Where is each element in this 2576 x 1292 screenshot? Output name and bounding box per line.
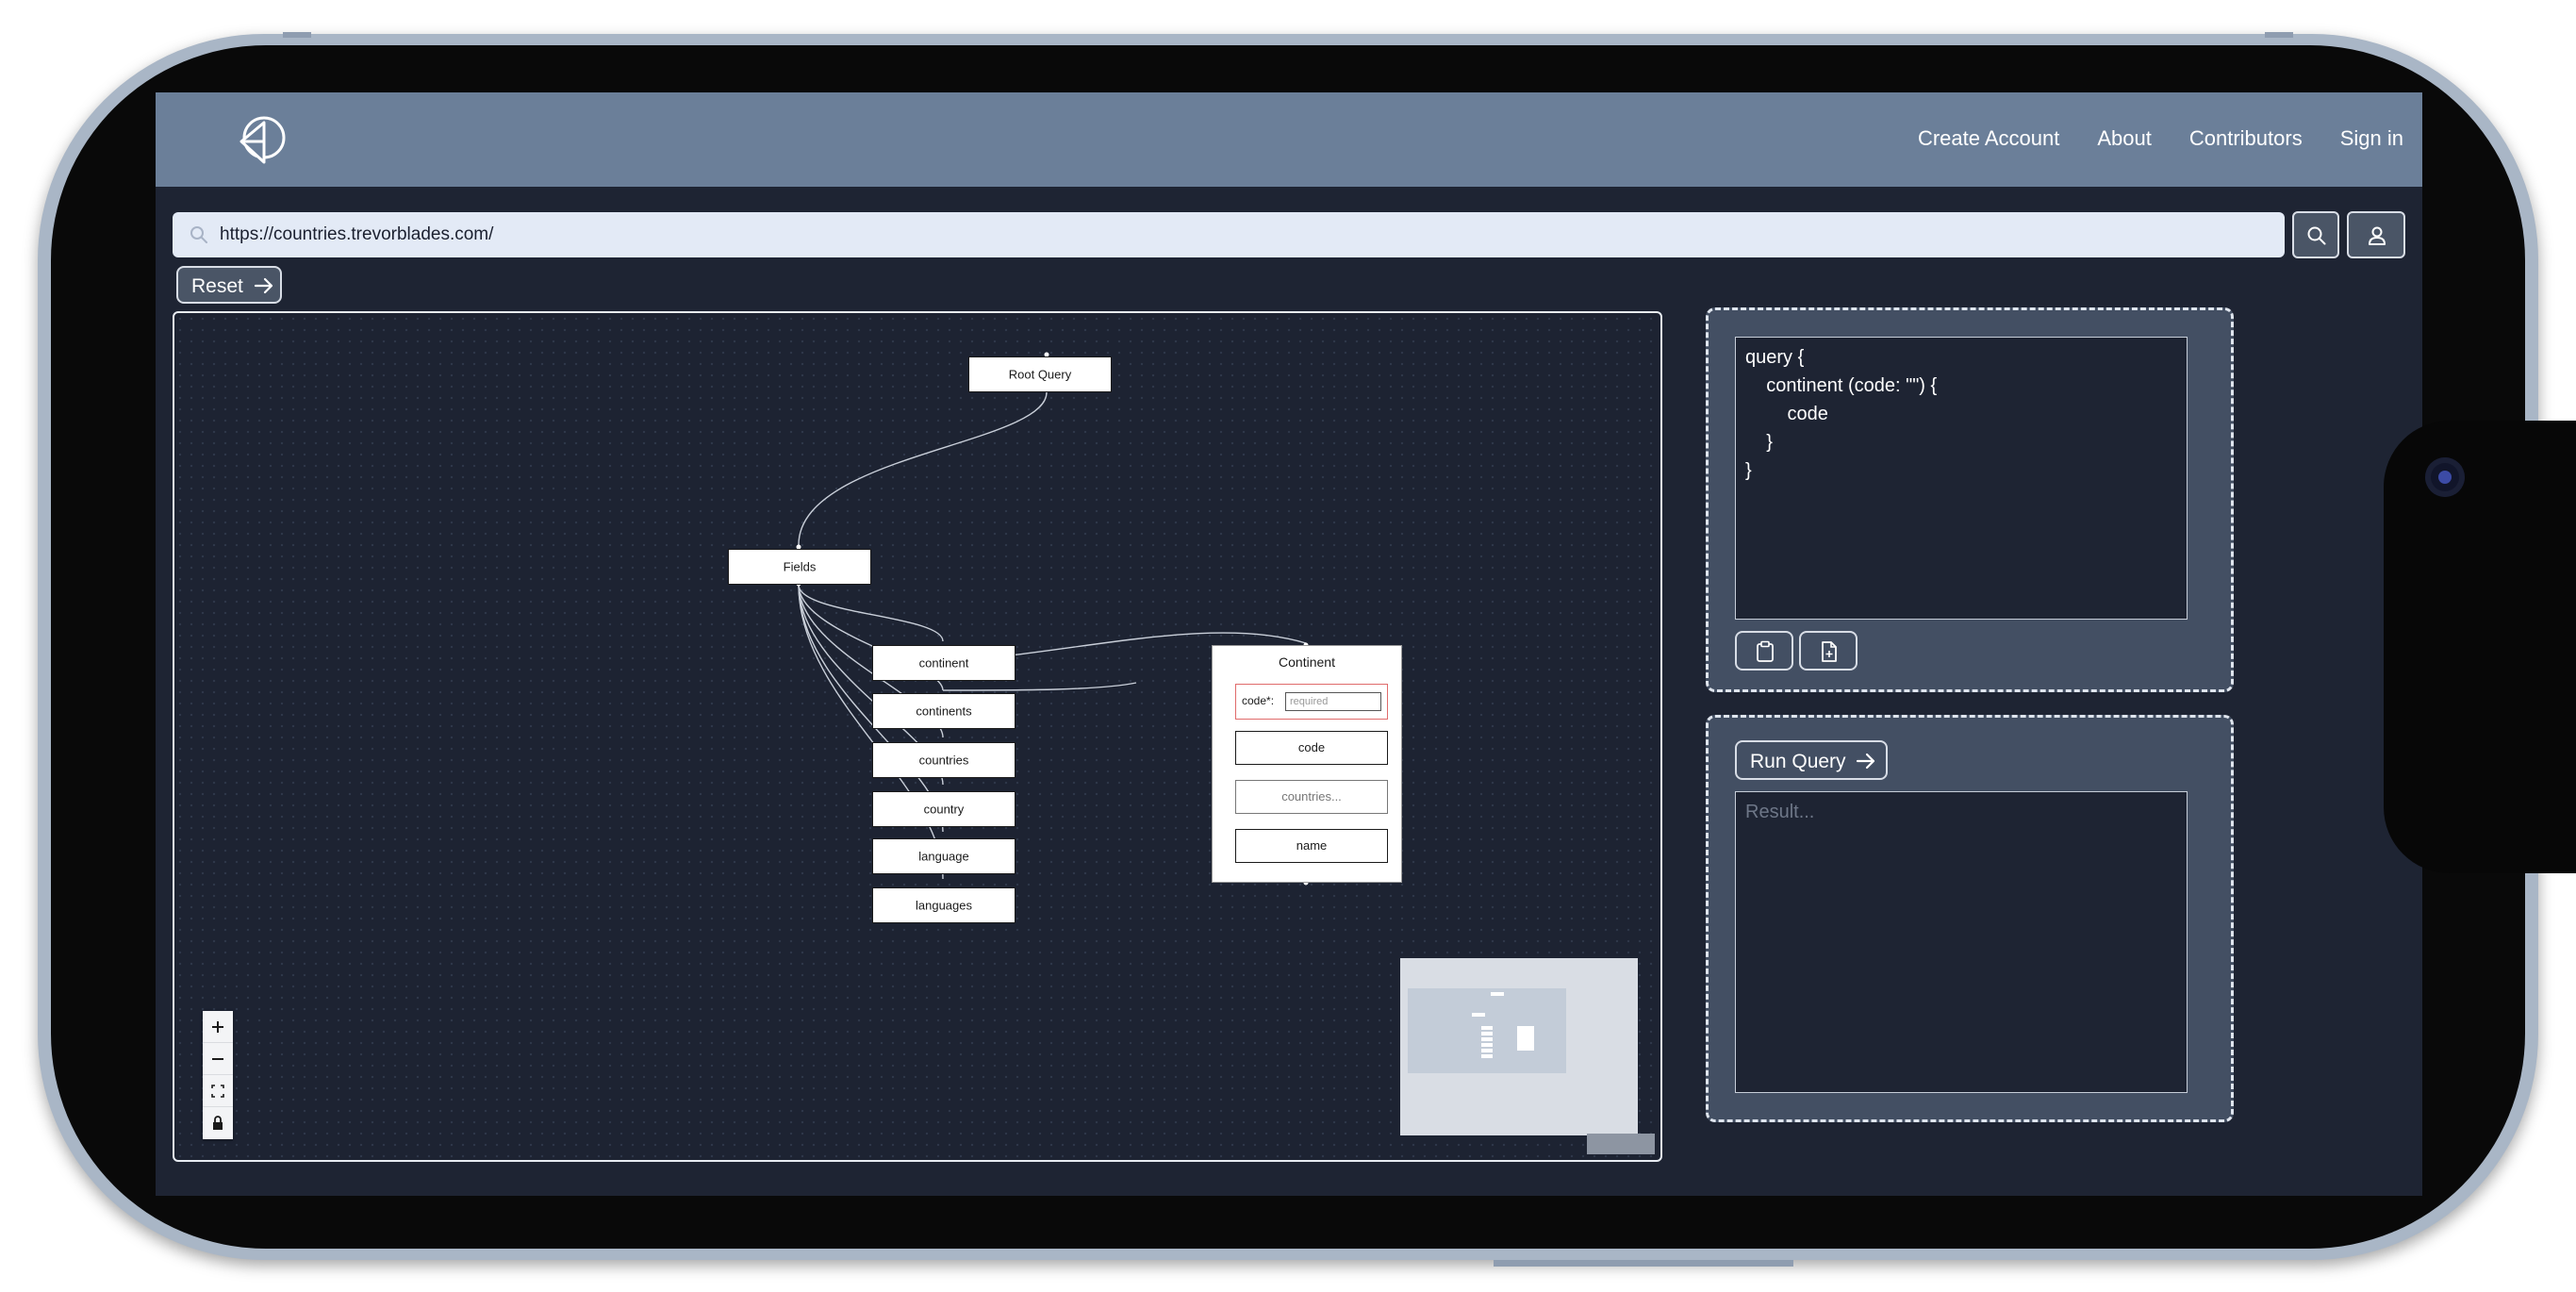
code-argument-label: code*: xyxy=(1242,694,1275,707)
minimap-scroll-handle[interactable] xyxy=(1587,1134,1655,1154)
reset-button[interactable]: Reset xyxy=(176,266,282,304)
fields-label: Fields xyxy=(783,559,817,574)
arrow-right-icon xyxy=(1856,753,1875,770)
query-panel: query { continent (code: "") { code } } xyxy=(1706,307,2234,692)
query-code-line: query { xyxy=(1745,347,1805,368)
user-button[interactable] xyxy=(2347,211,2405,258)
phone-camera-notch xyxy=(2384,421,2576,873)
endpoint-url-input[interactable]: https://countries.trevorblades.com/ xyxy=(173,212,2285,257)
zoom-in-button[interactable] xyxy=(203,1011,233,1043)
search-button[interactable] xyxy=(2292,211,2339,258)
phone-side-button xyxy=(283,32,311,38)
field-node-countries[interactable]: countries xyxy=(872,742,1016,778)
fit-view-button[interactable] xyxy=(203,1075,233,1107)
nav-create-account[interactable]: Create Account xyxy=(1917,126,2060,150)
run-query-button[interactable]: Run Query xyxy=(1735,740,1888,780)
reset-button-label: Reset xyxy=(191,275,243,297)
zoom-out-button[interactable] xyxy=(203,1043,233,1075)
fit-view-icon xyxy=(211,1085,224,1098)
field-node-label: continent xyxy=(918,655,969,671)
nav-about[interactable]: About xyxy=(2097,126,2152,150)
field-node-country[interactable]: country xyxy=(872,791,1016,827)
field-node-label: country xyxy=(923,802,965,817)
field-node-label: language xyxy=(918,849,969,864)
phone-side-button xyxy=(2265,32,2293,38)
fields-node[interactable]: Fields xyxy=(728,549,871,585)
result-panel: Run Query Result... xyxy=(1706,715,2234,1122)
minimap-viewport xyxy=(1408,988,1566,1073)
type-field-countries[interactable]: countries... xyxy=(1235,780,1388,814)
root-query-label: Root Query xyxy=(1008,367,1072,382)
app-screen: Create Account About Contributors Sign i… xyxy=(156,92,2422,1196)
zoom-out-icon xyxy=(212,1058,223,1060)
query-code-line: continent (code: "") { xyxy=(1745,375,1938,396)
root-query-node[interactable]: Root Query xyxy=(968,356,1112,392)
query-code-line: } xyxy=(1745,432,1773,453)
result-output[interactable]: Result... xyxy=(1735,791,2188,1093)
field-node-label: countries xyxy=(918,753,969,768)
field-node-continents[interactable]: continents xyxy=(872,693,1016,729)
front-camera-icon xyxy=(2425,457,2465,497)
type-field-code[interactable]: code xyxy=(1235,731,1388,765)
schema-graph-canvas[interactable]: Root Query Fields continent continents c… xyxy=(173,311,1662,1162)
search-icon xyxy=(2307,226,2326,245)
search-icon xyxy=(190,226,207,243)
query-editor[interactable]: query { continent (code: "") { code } } xyxy=(1735,337,2188,620)
lock-button[interactable] xyxy=(203,1107,233,1139)
endpoint-url-text: https://countries.trevorblades.com/ xyxy=(220,224,494,244)
code-argument-input[interactable]: required xyxy=(1285,692,1381,711)
continent-type-node[interactable]: Continent code*: required code countries… xyxy=(1212,645,1402,883)
field-node-label: continents xyxy=(916,704,972,719)
main-nav: Create Account About Contributors Sign i… xyxy=(1918,126,2403,151)
nav-contributors[interactable]: Contributors xyxy=(2188,126,2303,150)
phone-side-button xyxy=(1494,1260,1793,1267)
continent-type-title: Continent xyxy=(1279,654,1335,670)
app-header: Create Account About Contributors Sign i… xyxy=(156,92,2422,187)
clipboard-icon xyxy=(1757,640,1774,662)
user-icon xyxy=(2369,226,2386,245)
type-field-name[interactable]: name xyxy=(1235,829,1388,863)
canvas-controls xyxy=(203,1011,233,1139)
field-node-continent[interactable]: continent xyxy=(872,645,1016,681)
query-code-line: code xyxy=(1745,404,1828,424)
new-file-button[interactable] xyxy=(1799,631,1858,671)
minimap-nodes xyxy=(1472,992,1534,1058)
arrow-right-icon xyxy=(254,277,273,294)
run-query-label: Run Query xyxy=(1750,751,1846,772)
copy-query-button[interactable] xyxy=(1735,631,1793,671)
paper-plane-logo-icon[interactable] xyxy=(236,113,289,168)
field-node-label: languages xyxy=(916,898,972,913)
file-plus-icon xyxy=(1822,641,1837,662)
nav-sign-in[interactable]: Sign in xyxy=(2339,126,2403,150)
query-code-line: } xyxy=(1745,460,1752,481)
lock-icon xyxy=(213,1116,223,1130)
zoom-in-icon xyxy=(212,1021,223,1033)
graph-minimap[interactable] xyxy=(1400,958,1638,1135)
code-argument-row: code*: required xyxy=(1235,684,1388,720)
field-node-language[interactable]: language xyxy=(872,838,1016,874)
field-node-languages[interactable]: languages xyxy=(872,887,1016,923)
